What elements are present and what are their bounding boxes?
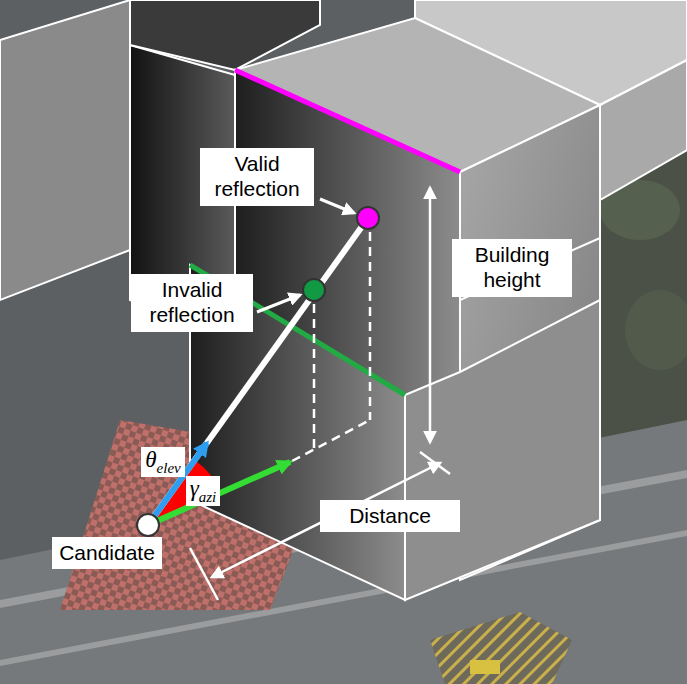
callout-text: Distance [327, 504, 453, 529]
projection-line [369, 232, 372, 420]
candidate-point [137, 514, 159, 536]
building [600, 60, 687, 200]
callout-text: Candidate [59, 541, 155, 566]
tree [625, 290, 687, 370]
angle-symbol: θelev [141, 447, 184, 476]
callout-box: Invalid reflection [131, 274, 253, 332]
hatched-area [430, 612, 572, 684]
building [0, 0, 130, 300]
signal-ray [148, 218, 368, 525]
dimension-tick [190, 548, 218, 600]
vehicle [470, 660, 500, 674]
callout-text: Invalid reflection [138, 278, 246, 328]
callout-text: Building height [459, 243, 565, 293]
callout-box: Candidate [52, 537, 162, 570]
building-side [405, 300, 600, 600]
leader-arrow [320, 199, 354, 213]
callout-box: Building height [452, 239, 572, 297]
leader-arrow [257, 295, 300, 312]
projection-line [313, 304, 316, 449]
angle-symbol: γazi [186, 476, 221, 505]
callout-box: Valid reflection [200, 148, 314, 206]
invalid-point [303, 279, 325, 301]
dimension-tick [420, 452, 450, 474]
height-dimension [429, 188, 432, 442]
callout-box: Distance [320, 500, 460, 533]
valid-point [357, 207, 379, 229]
callout-text: Valid reflection [207, 152, 307, 202]
ground-ray [292, 420, 370, 461]
